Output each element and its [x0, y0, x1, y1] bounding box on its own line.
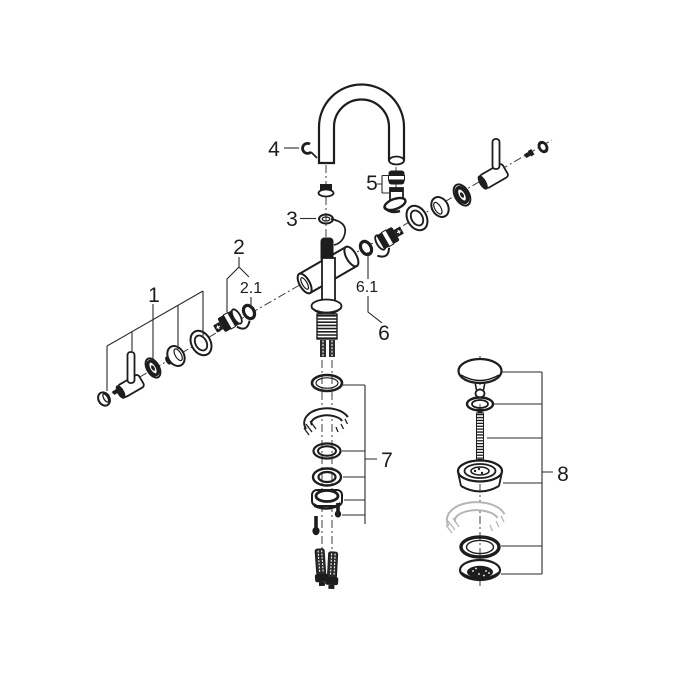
leader-2 [226, 257, 252, 312]
leader-7 [342, 384, 377, 524]
clip-tail [310, 151, 318, 159]
lever-pin-right [491, 138, 501, 170]
threaded-shank [316, 313, 338, 340]
cartridge-right [374, 226, 404, 258]
handle-disc-right [452, 183, 472, 207]
callout-label-5: 5 [366, 172, 378, 195]
drain-o-ring [459, 535, 501, 559]
outlet-lip [383, 206, 401, 214]
hose-left [314, 548, 329, 587]
callout-label-4: 4 [268, 138, 280, 161]
callout-label-2: 2 [233, 236, 245, 259]
lever-handle-right [477, 138, 509, 190]
retaining-clip [301, 142, 318, 159]
connection-hoses [314, 548, 339, 590]
base-flange [310, 298, 343, 314]
lever-pin-left [126, 351, 136, 384]
handle-cap-left [97, 391, 111, 407]
spout-end-cap [388, 155, 405, 166]
callout-label-7: 7 [381, 449, 393, 472]
callout-leaders [106, 147, 553, 575]
leader-6 [367, 252, 383, 324]
mounting-screw-left [312, 516, 320, 536]
cartridge-left [213, 308, 251, 333]
callout-label-8: 8 [557, 463, 569, 486]
callout-label-6-1: 6.1 [356, 279, 378, 296]
check-valve [388, 170, 405, 185]
wedge-washer-optional [445, 501, 506, 534]
drain-plug-dome [457, 357, 503, 399]
escutcheon-right [405, 204, 429, 232]
mounting-screw-right [334, 503, 342, 518]
faucet-body [296, 237, 360, 357]
callout-label-1: 1 [148, 284, 160, 307]
drain-flange [456, 459, 504, 493]
leader-8 [487, 371, 553, 575]
body-right-opening [343, 245, 360, 268]
cartridge-tab [236, 320, 251, 330]
wedge-washer [303, 407, 349, 436]
clip-ring [301, 142, 312, 155]
fixing-set [303, 373, 349, 536]
spout-socket-arc [330, 218, 347, 246]
escutcheon-left [189, 329, 213, 357]
washer-upper [312, 442, 342, 460]
handle-dome-right [430, 196, 450, 218]
callout-label-6: 6 [378, 322, 390, 345]
spout [317, 83, 406, 166]
o-ring-cartridge-right [358, 239, 374, 257]
washer-lower [311, 467, 343, 487]
cartridge-tab [377, 247, 391, 258]
spout-bushing [317, 184, 335, 198]
leader-1 [106, 290, 204, 391]
waste-set [445, 357, 506, 582]
callout-label-3: 3 [286, 208, 298, 231]
outlet-elbow [383, 187, 407, 214]
handle-cap-right [537, 140, 549, 154]
spout-tube [317, 83, 406, 165]
mounting-bracket [311, 489, 343, 510]
callout-label-2-1: 2.1 [240, 280, 262, 297]
spout-spigot [320, 237, 334, 263]
handle-screw-right [524, 148, 535, 159]
drain-nut [458, 558, 502, 582]
leader-5 [377, 174, 389, 194]
hose-tails [320, 340, 335, 357]
base-o-ring [310, 373, 344, 393]
threaded-rod [476, 409, 484, 463]
handle-disc-left [144, 357, 162, 379]
lever-handle-left [115, 351, 145, 399]
handle-dome-left [165, 345, 186, 367]
hose-right [325, 551, 339, 590]
o-ring-cartridge-left [241, 303, 257, 321]
